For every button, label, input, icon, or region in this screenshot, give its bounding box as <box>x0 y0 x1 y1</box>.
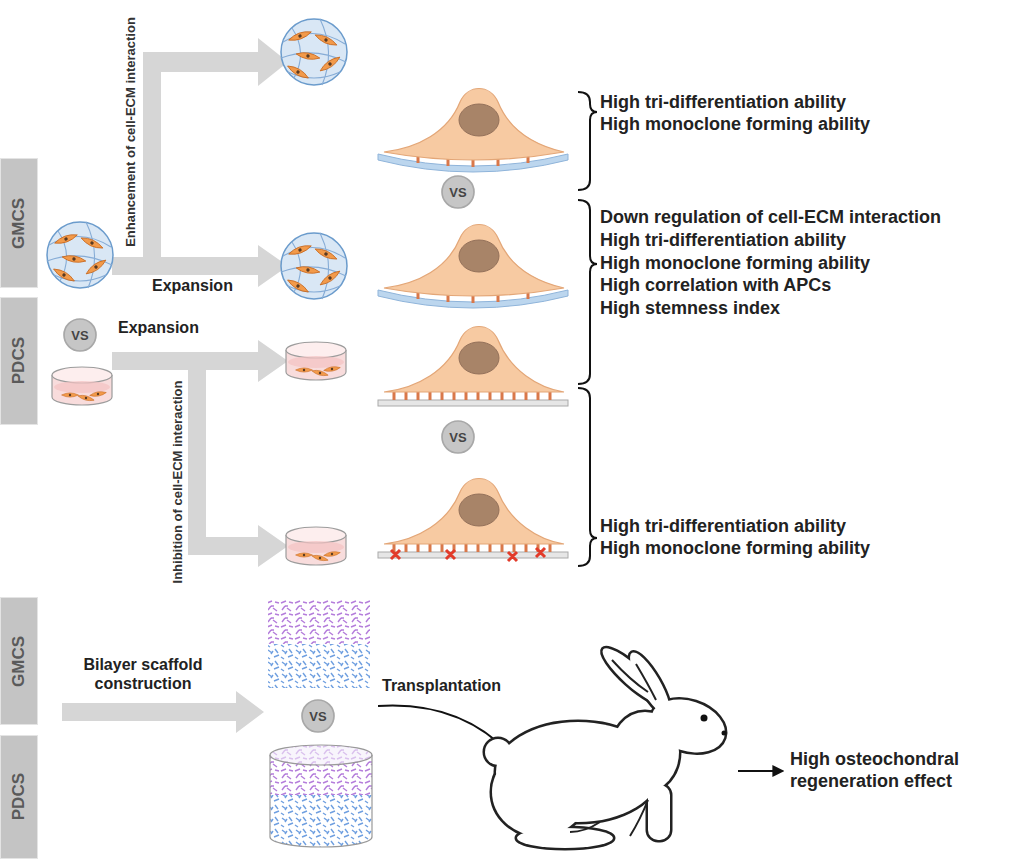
scaffold-bone-layer <box>268 644 370 688</box>
vs-label: VS <box>449 430 466 445</box>
circle-shape <box>442 176 474 208</box>
arrow-label: Bilayer scaffold construction <box>63 655 223 693</box>
result-text: High osteochondral regeneration effect <box>790 749 1005 792</box>
vs-circle: VS <box>63 318 97 352</box>
group-band: PDCS <box>0 735 38 859</box>
vs-label: VS <box>449 185 466 200</box>
cell-on-dish <box>378 479 568 559</box>
vs-circle: VS <box>441 420 475 454</box>
circle-shape <box>442 421 474 453</box>
microcarrier-icon <box>47 222 113 288</box>
result-text: High monoclone forming ability <box>600 114 870 136</box>
inhibit-arrow <box>188 352 288 567</box>
band-label: GMCS <box>9 198 29 249</box>
result-text: High monoclone forming ability <box>600 253 870 275</box>
result-arrow <box>738 770 782 772</box>
rabbit-illustration <box>485 642 732 848</box>
circle-shape <box>302 700 334 732</box>
bracket <box>578 388 597 566</box>
band-label: PDCS <box>9 773 29 820</box>
cell-on-microcarrier <box>378 89 568 173</box>
band-label: GMCS <box>9 636 29 687</box>
result-text: High stemness index <box>600 298 780 320</box>
vs-circle: VS <box>441 175 475 209</box>
result-text: Down regulation of cell-ECM interaction <box>600 207 941 229</box>
band-label: PDCS <box>9 337 29 384</box>
petri-dish-icon <box>52 367 112 405</box>
petri-dish-icon <box>286 342 346 380</box>
result-text: High monoclone forming ability <box>600 538 870 560</box>
enhance-arrow <box>143 38 288 257</box>
inhibition-cross <box>391 548 545 561</box>
arrow-label: Transplantation <box>382 676 501 695</box>
cell-on-microcarrier <box>378 225 568 309</box>
scaffold-cartilage-layer <box>268 600 370 644</box>
group-band: GMCS <box>0 158 38 288</box>
result-text: High tri-differentiation ability <box>600 92 846 114</box>
vs-label: VS <box>71 328 88 343</box>
scaffold-arrow <box>62 691 264 733</box>
microcarrier-icon <box>281 19 347 85</box>
group-band: PDCS <box>0 297 38 425</box>
vs-circle: VS <box>301 699 335 733</box>
bracket <box>578 92 597 190</box>
arrow-label: Expansion <box>152 276 233 295</box>
bracket <box>578 200 597 384</box>
vs-label: VS <box>309 709 326 724</box>
petri-dish-icon <box>286 527 346 565</box>
circle-shape <box>64 319 96 351</box>
cylinder-scaffold <box>268 745 374 850</box>
cell-on-dish <box>378 327 568 407</box>
microcarrier-icon <box>281 233 347 299</box>
result-text: High correlation with APCs <box>600 275 831 297</box>
arrow-label: Inhibition of cell-ECM interaction <box>170 381 186 584</box>
result-text: High tri-differentiation ability <box>600 516 846 538</box>
arrow-label: Enhancement of cell-ECM interaction <box>123 17 139 247</box>
group-band: GMCS <box>0 597 38 725</box>
result-text: High tri-differentiation ability <box>600 230 846 252</box>
arrow-label: Expansion <box>118 318 199 337</box>
